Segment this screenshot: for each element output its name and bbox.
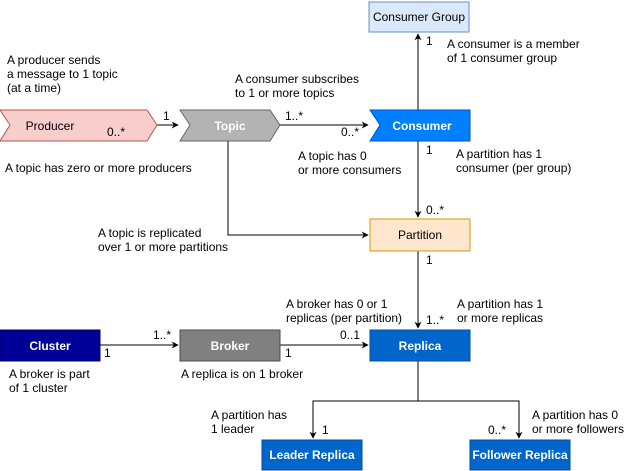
mult-partition-down: 1: [426, 253, 433, 267]
mult-broker-in: 1..*: [153, 328, 171, 342]
note-consumer-member: A consumer is a member of 1 consumer gro…: [447, 37, 583, 65]
mult-group-in: 1: [426, 34, 433, 48]
node-follower-replica[interactable]: Follower Replica: [469, 439, 571, 471]
note-producer-sends: A producer sends a message to 1 topic (a…: [7, 53, 121, 95]
node-topic-label: Topic: [214, 119, 245, 133]
note-broker-replicas: A broker has 0 or 1 replicas (per partit…: [286, 297, 402, 325]
note-producer-sends-line3: (at a time): [7, 81, 61, 95]
node-producer-label: Producer: [26, 119, 75, 133]
note-producer-sends-line1: A producer sends: [7, 53, 100, 67]
edge-replica-leader: [309, 361, 419, 439]
note-broker-cluster: A broker is part of 1 cluster: [9, 367, 93, 395]
node-broker[interactable]: Broker: [179, 329, 281, 362]
node-replica-box: [369, 329, 471, 362]
node-replica-label: Replica: [399, 339, 442, 353]
note-topic-replicated-line2: over 1 or more partitions: [98, 240, 228, 254]
note-partition-followers: A partition has 0 or more followers: [532, 408, 624, 436]
mult-follower-in: 0..*: [488, 423, 506, 437]
note-broker-replicas-line2: replicas (per partition): [286, 311, 402, 325]
note-broker-cluster-line1: A broker is part: [9, 367, 90, 381]
note-consumer-member-line2: of 1 consumer group: [447, 51, 557, 65]
node-producer-shape: [0, 109, 158, 142]
mult-replica-in-top: 1..*: [426, 313, 444, 327]
node-topic-shape: [179, 109, 281, 142]
node-consumer-shape: [369, 109, 471, 142]
note-topic-consumers-line1: A topic has 0: [298, 149, 367, 163]
mult-consumer-down: 1: [426, 143, 433, 157]
note-partition-consumer-line1: A partition has 1: [456, 147, 542, 161]
note-topic-consumers-line2: or more consumers: [298, 163, 401, 177]
node-partition[interactable]: Partition: [369, 218, 471, 252]
mult-topic-out: 1..*: [285, 109, 303, 123]
node-topic[interactable]: Topic: [179, 109, 281, 142]
note-partition-followers-line1: A partition has 0: [532, 408, 618, 422]
node-leader-replica-box: [261, 439, 363, 471]
node-consumer-label: Consumer: [392, 119, 452, 133]
mult-replica-in-left: 0..1: [340, 328, 360, 342]
note-topic-replicated: A topic is replicated over 1 or more par…: [98, 226, 228, 254]
note-partition-leader-line1: A partition has: [211, 408, 287, 422]
note-partition-replicas-line2: or more replicas: [457, 311, 543, 325]
note-partition-replicas: A partition has 1 or more replicas: [457, 297, 546, 325]
edge-replica-follower: [418, 400, 523, 439]
mult-broker-out: 1: [285, 346, 292, 360]
note-topic-producers: A topic has zero or more producers: [5, 161, 192, 175]
mult-producer-out: 0..*: [107, 125, 125, 139]
note-partition-followers-line2: or more followers: [532, 422, 624, 436]
note-consumer-member-line1: A consumer is a member: [447, 37, 580, 51]
node-leader-replica[interactable]: Leader Replica: [261, 439, 363, 471]
node-consumer-group[interactable]: Consumer Group: [368, 1, 470, 33]
note-consumer-subscribes-line2: to 1 or more topics: [235, 86, 334, 100]
node-partition-label: Partition: [398, 228, 442, 242]
node-broker-label: Broker: [211, 339, 250, 353]
mult-consumer-in: 0..*: [341, 125, 359, 139]
mult-cluster-out: 1: [104, 346, 111, 360]
edge-topic-partition: [227, 141, 369, 239]
note-partition-consumer: A partition has 1 consumer (per group): [456, 147, 571, 175]
note-consumer-subscribes: A consumer subscribes to 1 or more topic…: [235, 72, 362, 100]
note-replica-broker: A replica is on 1 broker: [181, 367, 303, 381]
note-broker-cluster-line2: of 1 cluster: [9, 381, 68, 395]
node-partition-box: [369, 218, 471, 252]
node-follower-replica-box: [469, 439, 571, 471]
node-broker-box: [179, 329, 281, 362]
node-replica[interactable]: Replica: [369, 329, 471, 362]
note-broker-replicas-line1: A broker has 0 or 1: [286, 297, 388, 311]
node-cluster[interactable]: Cluster: [0, 329, 101, 362]
note-partition-replicas-line1: A partition has 1: [457, 297, 543, 311]
mult-topic-in: 1: [163, 109, 170, 123]
node-consumer[interactable]: Consumer: [369, 109, 471, 142]
node-cluster-label: Cluster: [29, 339, 71, 353]
note-topic-consumers: A topic has 0 or more consumers: [298, 149, 401, 177]
node-follower-replica-label: Follower Replica: [472, 448, 568, 462]
note-topic-replicated-line1: A topic is replicated: [98, 226, 201, 240]
note-consumer-subscribes-line1: A consumer subscribes: [235, 72, 359, 86]
note-partition-leader: A partition has 1 leader: [211, 408, 290, 436]
note-partition-leader-line2: 1 leader: [211, 422, 254, 436]
note-partition-consumer-line2: consumer (per group): [456, 161, 571, 175]
node-consumer-group-label: Consumer Group: [373, 10, 465, 24]
node-producer[interactable]: Producer: [0, 109, 158, 142]
mult-partition-in: 0..*: [426, 203, 444, 217]
note-producer-sends-line2: a message to 1 topic: [7, 67, 118, 81]
node-cluster-box: [0, 329, 101, 362]
node-leader-replica-label: Leader Replica: [269, 448, 355, 462]
node-consumer-group-box: [368, 1, 470, 33]
mult-leader-in: 1: [322, 423, 329, 437]
